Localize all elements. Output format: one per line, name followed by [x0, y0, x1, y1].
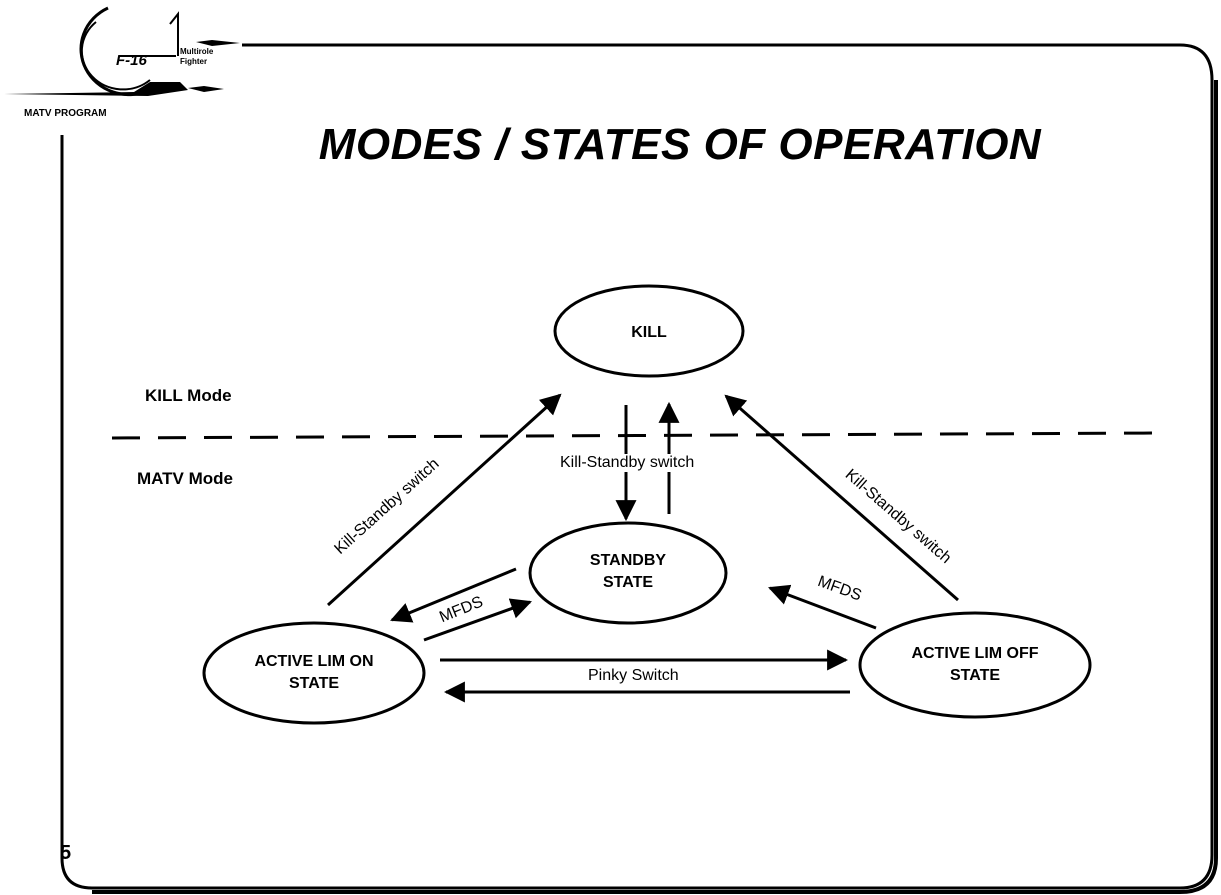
edge-lim-on-to-standby	[423, 598, 532, 642]
node-active-lim-off-label: ACTIVE LIM OFF STATE	[911, 645, 1039, 684]
node-standby	[528, 521, 728, 625]
node-kill	[553, 284, 745, 378]
node-standby-label: STANDBY STATE	[589, 552, 667, 591]
program-label: MATV PROGRAM	[24, 108, 107, 119]
mode-divider	[111, 431, 1161, 440]
logo-model: F-16	[116, 52, 147, 69]
jet-icon	[196, 40, 240, 46]
logo-tagline-line1: Multirole	[180, 47, 214, 56]
edge-label-mfds-right: MFDS	[815, 573, 863, 604]
node-active-lim-on	[202, 621, 426, 725]
node-kill-label: KILL	[631, 324, 667, 341]
edge-label-kill-standby-left: Kill-Standby switch	[331, 455, 442, 557]
edge-lim-off-to-standby	[768, 584, 877, 630]
matv-mode-label: MATV Mode	[137, 469, 234, 488]
edge-label-kill-standby-center: Kill-Standby switch	[558, 454, 697, 472]
slide-frame	[60, 43, 1218, 894]
page-title: MODES / STATES OF OPERATION	[318, 120, 1042, 169]
edge-label-pinky: Pinky Switch	[588, 667, 679, 684]
edge-standby-to-lim-on	[390, 567, 517, 623]
edge-label-kill-standby-right: Kill-Standby switch	[842, 466, 954, 567]
jet-icon	[188, 86, 224, 92]
page-number: 5	[60, 842, 72, 864]
node-active-lim-off	[858, 611, 1092, 719]
kill-mode-label: KILL Mode	[145, 386, 232, 405]
logo-tagline-line2: Fighter	[180, 57, 208, 66]
f16-logo	[4, 6, 240, 97]
node-active-lim-on-label: ACTIVE LIM ON STATE	[254, 653, 374, 692]
edge-lim-off-to-kill	[724, 394, 959, 602]
edge-lim-on-to-kill	[326, 393, 562, 607]
